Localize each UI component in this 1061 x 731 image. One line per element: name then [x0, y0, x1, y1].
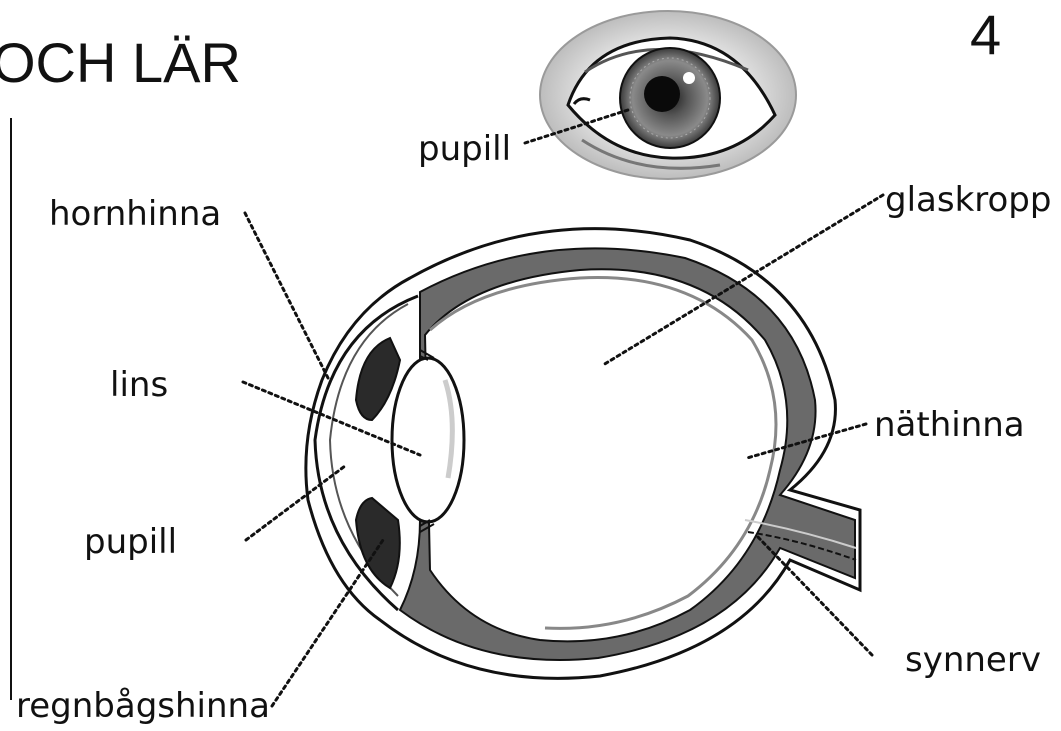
- label-hornhinna: hornhinna: [49, 194, 221, 234]
- label-pupill-external: pupill: [418, 129, 511, 169]
- page-heading: OCH LÄR: [0, 31, 241, 94]
- label-nathinna: näthinna: [874, 405, 1025, 445]
- external-eye-illustration: [540, 11, 796, 179]
- label-pupill: pupill: [84, 522, 177, 562]
- leader-regnbagshinna: [272, 540, 383, 706]
- label-glaskropp: glaskropp: [885, 180, 1051, 220]
- label-regnbagshinna: regnbågshinna: [16, 686, 270, 726]
- label-lins: lins: [110, 365, 168, 405]
- page-number: 4: [970, 3, 1001, 66]
- label-synnerv: synnerv: [905, 640, 1041, 680]
- eye-cross-section: [306, 229, 860, 679]
- leader-hornhinna: [245, 213, 328, 378]
